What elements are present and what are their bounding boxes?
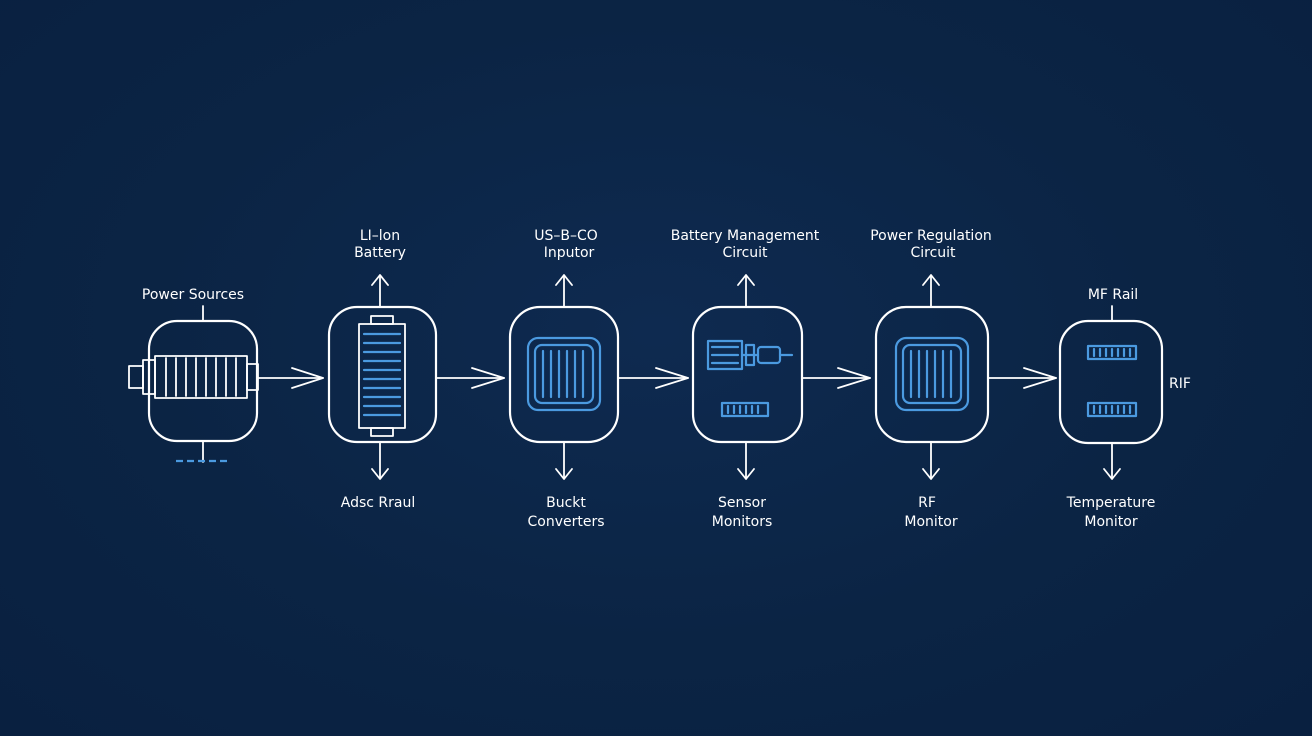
mf-rail-down-arrowhead	[1103, 468, 1121, 480]
bms-down-arrowhead	[737, 468, 755, 480]
bms-bottom-label-2: Monitors	[712, 514, 773, 530]
power-reg-label-2: Circuit	[910, 245, 956, 261]
connector-plug-icon	[706, 339, 794, 371]
bms-label-1: Battery Management	[671, 228, 820, 244]
node-usb-input: US–B–CO Inputor Buckt Converters	[508, 228, 620, 530]
sensor-module-icon	[720, 401, 770, 418]
node-mf-rail: MF Rail RIF Temperature Monitor	[1058, 287, 1191, 530]
usb-label-1: US–B–CO	[534, 228, 598, 244]
module-strip-icon	[1086, 344, 1138, 361]
mf-rail-label: MF Rail	[1088, 287, 1138, 303]
bms-label-2: Circuit	[722, 245, 768, 261]
flow-arrow-2-head	[471, 367, 505, 389]
usb-box	[508, 305, 620, 444]
li-ion-box	[327, 305, 438, 444]
usb-bottom-label-2: Converters	[527, 514, 604, 530]
power-reg-up-arrowhead	[922, 274, 940, 286]
flow-arrow-4-head	[837, 367, 871, 389]
li-ion-down-arrowhead	[371, 468, 389, 480]
battery-stack-icon	[358, 315, 406, 437]
mf-rail-bottom-label-1: Temperature	[1066, 495, 1156, 511]
power-reg-box	[874, 305, 990, 444]
chip-grid-icon	[894, 336, 970, 412]
flow-arrows	[257, 367, 1057, 389]
mf-rail-bottom-label-2: Monitor	[1084, 514, 1137, 530]
flow-arrow-3-head	[655, 367, 689, 389]
flow-arrow-1-head	[291, 367, 324, 389]
li-ion-label-1: LI–lon	[360, 228, 400, 244]
cylinder-cell-icon	[128, 355, 259, 399]
node-power-sources: Power Sources	[128, 287, 259, 463]
usb-label-2: Inputor	[544, 245, 595, 261]
power-reg-label-1: Power Regulation	[870, 228, 992, 244]
chip-grid-icon	[526, 336, 602, 412]
usb-up-arrowhead	[555, 274, 573, 286]
usb-bottom-label-1: Buckt	[546, 495, 586, 511]
bms-box	[691, 305, 804, 444]
rif-side-label: RIF	[1169, 376, 1191, 392]
module-strip-icon	[1086, 401, 1138, 418]
flow-arrow-5-head	[1023, 367, 1057, 389]
node-battery-management: Battery Management Circuit Sensor Moni	[671, 228, 820, 530]
power-reg-down-arrowhead	[922, 468, 940, 480]
power-reg-bottom-label-2: Monitor	[904, 514, 957, 530]
power-reg-bottom-label-1: RF	[918, 495, 936, 511]
li-ion-up-arrowhead	[371, 274, 389, 286]
power-sources-label: Power Sources	[142, 287, 244, 303]
bms-up-arrowhead	[737, 274, 755, 286]
usb-down-arrowhead	[555, 468, 573, 480]
li-ion-label-2: Battery	[354, 245, 406, 261]
bms-bottom-label-1: Sensor	[718, 495, 766, 511]
li-ion-bottom-label: Adsc Rraul	[341, 495, 415, 511]
mf-rail-box	[1058, 319, 1164, 445]
node-power-regulation: Power Regulation Circuit RF Monitor	[870, 228, 992, 530]
node-li-ion-battery: LI–lon Battery Adsc Rraul	[327, 228, 438, 511]
